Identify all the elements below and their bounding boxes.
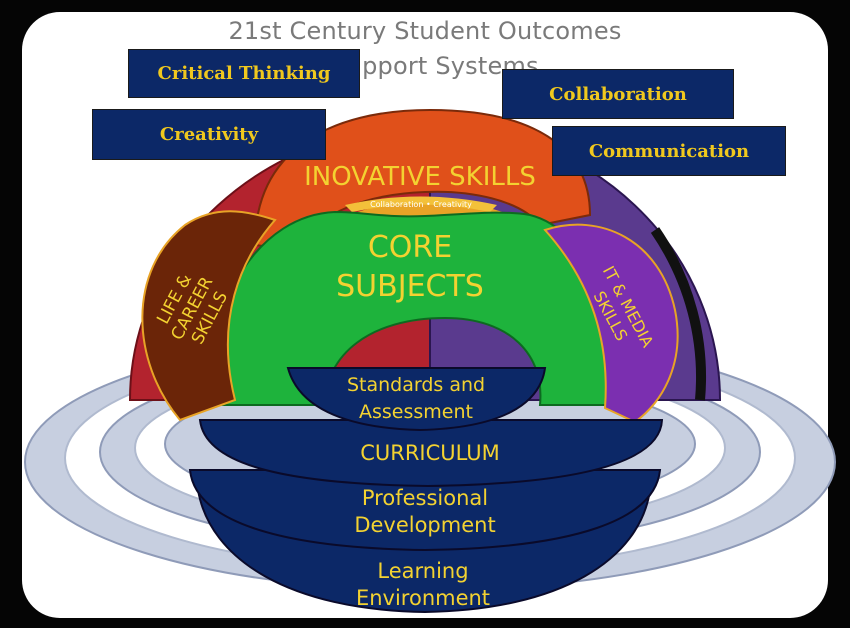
communication-label: Communication bbox=[552, 126, 786, 176]
core-label-line1: CORE bbox=[368, 230, 452, 265]
standards-label-line1: Standards and bbox=[347, 374, 485, 396]
curriculum-bowl bbox=[198, 419, 664, 488]
professional-label-line1: Professional bbox=[362, 486, 488, 510]
standards-label-line2: Assessment bbox=[359, 401, 473, 423]
collaboration-label: Collaboration bbox=[502, 69, 734, 119]
it-media-arc bbox=[543, 223, 679, 424]
core-label-line2: SUBJECTS bbox=[336, 269, 484, 304]
title-line1: 21st Century Student Outcomes bbox=[228, 17, 622, 45]
outer-dome-edge bbox=[650, 227, 707, 401]
innovative-skills-label: INOVATIVE SKILLS bbox=[304, 162, 536, 192]
standards-assessment-bowl bbox=[286, 367, 547, 432]
life-career-text: LIFE & CAREER SKILLS bbox=[153, 271, 232, 348]
innovative-sub-band bbox=[345, 196, 497, 212]
critical-thinking-label: Critical Thinking bbox=[128, 49, 360, 98]
life-career-arc bbox=[141, 210, 277, 422]
professional-label-line2: Development bbox=[354, 513, 495, 537]
professional-development-bowl bbox=[188, 469, 662, 552]
curriculum-label: CURRICULUM bbox=[360, 441, 500, 465]
innovative-sub-label: Collaboration • Creativity bbox=[370, 200, 472, 209]
innovative-skills-arc bbox=[253, 108, 592, 252]
learning-label-line1: Learning bbox=[377, 559, 468, 583]
creativity-label: Creativity bbox=[92, 109, 326, 160]
learning-label-line2: Environment bbox=[356, 586, 490, 610]
